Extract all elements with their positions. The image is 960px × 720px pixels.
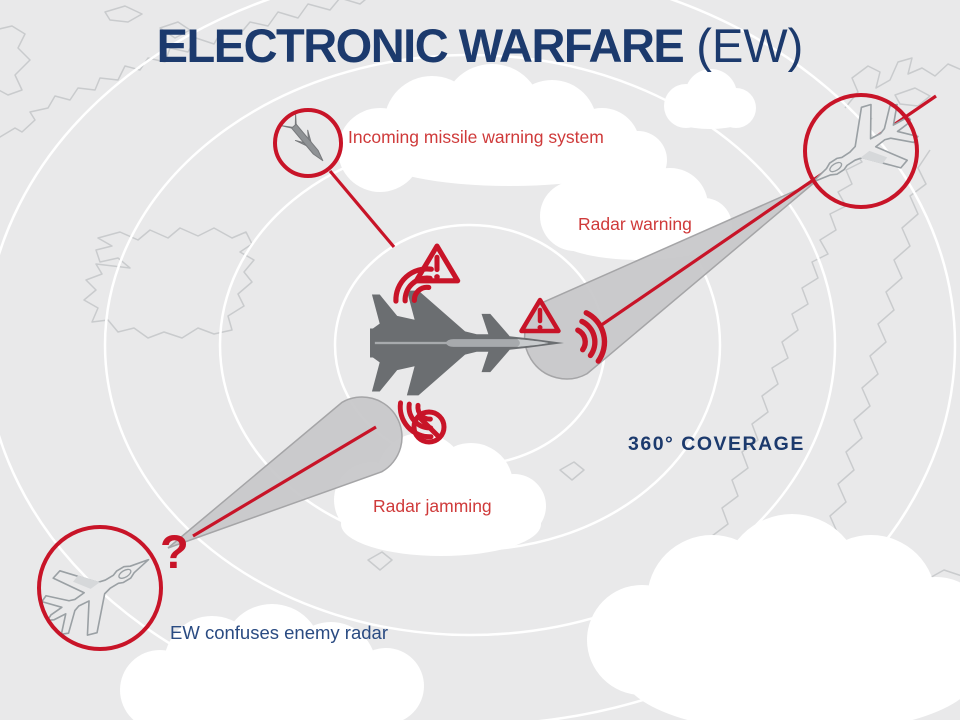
enemy-aircraft-icon bbox=[792, 87, 931, 214]
missile-ring bbox=[273, 108, 343, 178]
coverage-label: 360° COVERAGE bbox=[628, 433, 805, 455]
title-main: ELECTRONIC WARFARE bbox=[156, 19, 685, 72]
callout-radar-jamming: Radar jamming bbox=[373, 496, 492, 516]
question-mark-label: ? bbox=[160, 525, 189, 578]
fighter-jet-silhouette bbox=[370, 290, 564, 396]
no-entry-icon bbox=[411, 409, 447, 445]
page-title: ELECTRONIC WARFARE (EW) bbox=[0, 22, 960, 69]
missile-icon bbox=[281, 113, 324, 162]
callout-radar-warning: Radar warning bbox=[578, 214, 692, 234]
callout-incoming-missile: Incoming missile warning system bbox=[348, 127, 604, 147]
cloud-icon bbox=[120, 64, 960, 720]
enemy-aircraft-ring bbox=[37, 525, 163, 651]
missile-callout-line bbox=[328, 169, 396, 249]
ew-confuses-label: EW confuses enemy radar bbox=[170, 622, 388, 643]
radar-jamming-beam bbox=[167, 396, 403, 549]
enemy-aircraft-ring bbox=[803, 93, 919, 209]
radar-jamming-line bbox=[192, 425, 377, 538]
title-suffix: (EW) bbox=[683, 19, 804, 72]
warning-triangle-icon bbox=[416, 246, 457, 281]
